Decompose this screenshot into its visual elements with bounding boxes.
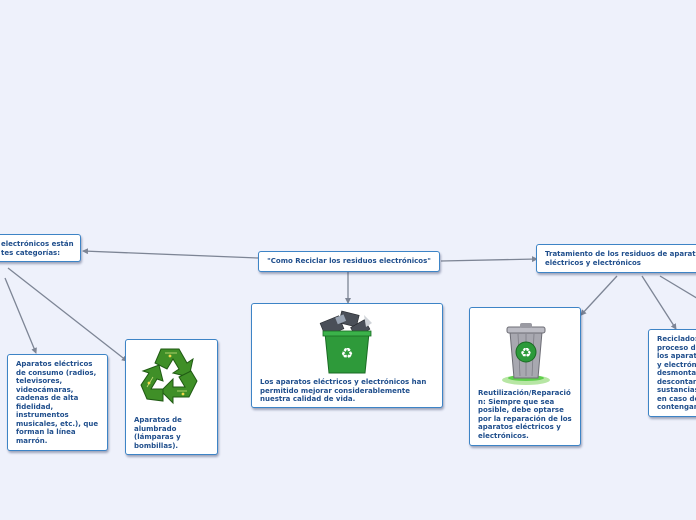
connector-root-to-left-branch <box>82 248 259 259</box>
root-topic-label: "Como Reciclar los residuos electrónicos… <box>267 257 431 265</box>
left-branch-label: electrónicos están tes categorías: <box>1 240 74 257</box>
recycling-node[interactable]: Reciclado: proceso de los aparat y elect… <box>648 329 696 417</box>
connector-right-to-reuse <box>580 275 618 316</box>
lighting-appliances-label: Aparatos de alumbrado (lámparas y bombil… <box>134 416 182 450</box>
right-branch-label: Tratamiento de los residuos de aparato e… <box>545 250 696 267</box>
consumer-appliances-label: Aparatos eléctricos de consumo (radios, … <box>16 360 99 445</box>
connector-right-to-recycling <box>641 275 677 330</box>
svg-text:♻: ♻ <box>520 346 532 361</box>
center-child-label: Los aparatos eléctricos y electrónicos h… <box>260 378 427 403</box>
connector-left-to-lighting <box>7 267 128 362</box>
recycle-bin-electronics-icon: ♻ <box>319 310 372 374</box>
recycling-label: Reciclado: proceso de los aparat y elect… <box>657 335 696 411</box>
consumer-appliances-node[interactable]: Aparatos eléctricos de consumo (radios, … <box>7 354 108 451</box>
root-topic-node[interactable]: "Como Reciclar los residuos electrónicos… <box>258 251 440 272</box>
lighting-appliances-node[interactable]: Aparatos de alumbrado (lámparas y bombil… <box>125 339 218 455</box>
connector-right-offscreen <box>659 275 696 299</box>
center-child-node[interactable]: ♻ Los aparatos eléctricos y electrónicos… <box>251 303 443 408</box>
glowing-recycle-bin-icon: ♻ <box>502 323 550 385</box>
reuse-repair-label: Reutilización/Reparació n: Siempre que s… <box>478 389 572 440</box>
svg-text:♻: ♻ <box>341 346 354 362</box>
right-branch-node[interactable]: Tratamiento de los residuos de aparato e… <box>536 244 696 273</box>
pcb-recycle-symbol-icon <box>140 348 198 405</box>
connector-root-to-right-branch <box>440 256 538 263</box>
reuse-repair-node[interactable]: ♻ Reutilización/Reparació n: Siempre que… <box>469 307 581 446</box>
left-branch-node[interactable]: electrónicos están tes categorías: <box>0 234 81 262</box>
connector-left-to-consumer <box>4 277 37 354</box>
